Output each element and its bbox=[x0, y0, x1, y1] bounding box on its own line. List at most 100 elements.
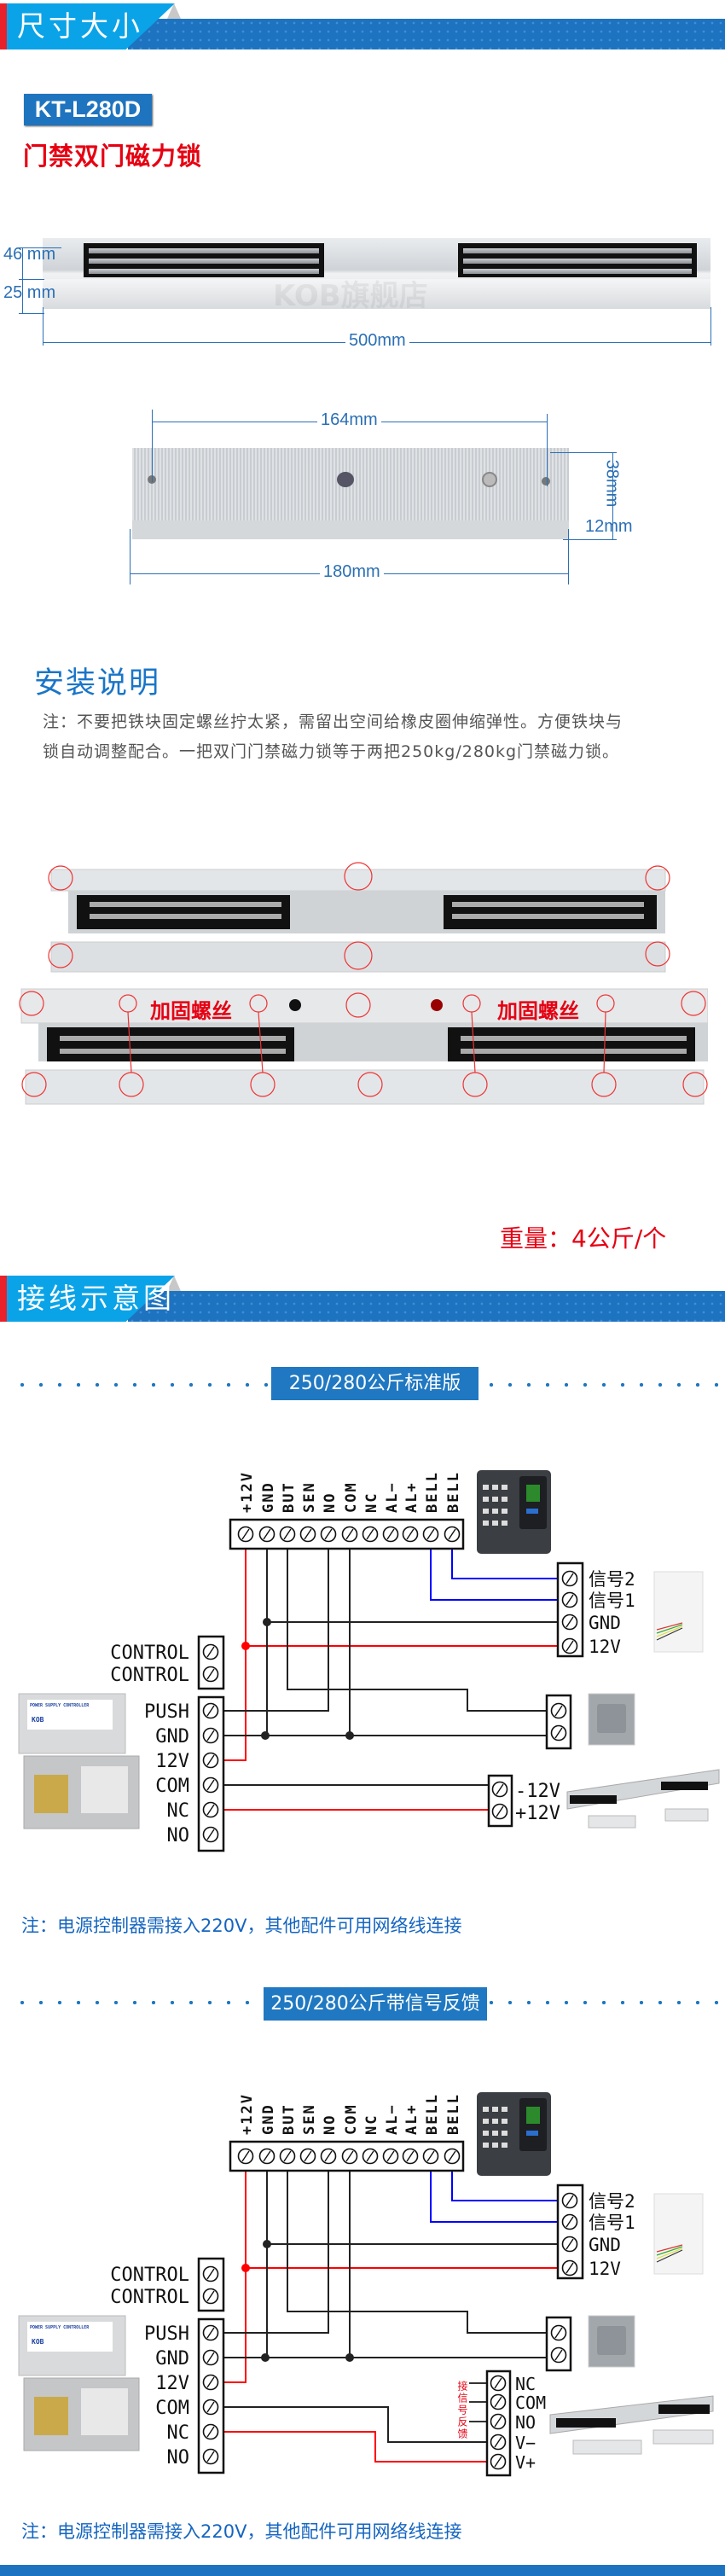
screw-slot bbox=[554, 2349, 563, 2361]
screw-slot bbox=[324, 1528, 333, 1540]
fingerprint-reader-image bbox=[477, 2092, 551, 2176]
reader-sensor-panel bbox=[519, 2098, 547, 2151]
doorbell-wire bbox=[656, 1627, 683, 1641]
screw-slot bbox=[566, 2262, 574, 2274]
psu-label: NC bbox=[167, 2422, 190, 2444]
magnet-right bbox=[458, 243, 697, 277]
wiring-note: 注：电源控制器需接入220V，其他配件可用网络线连接 bbox=[21, 2521, 462, 2542]
screw-slot bbox=[206, 2290, 215, 2302]
doorbell-image bbox=[653, 2193, 704, 2275]
screw-slot bbox=[263, 1528, 271, 1540]
control-label: CONTROL bbox=[110, 1665, 189, 1686]
keypad-key bbox=[492, 1485, 498, 1490]
keypad-key bbox=[492, 2107, 498, 2112]
watermark: KOB旗舰店 bbox=[273, 279, 428, 313]
lock-terminal-label: NC bbox=[515, 2374, 536, 2394]
fingerprint-sensor-icon bbox=[526, 2107, 540, 2124]
screw-slot bbox=[206, 2401, 215, 2413]
screw-slot bbox=[386, 2150, 395, 2162]
wire-junction-dot bbox=[263, 1618, 271, 1626]
screw-slot bbox=[566, 2238, 574, 2250]
terminal-label: BELL bbox=[445, 1471, 462, 1513]
install-title: 安装说明 bbox=[34, 666, 161, 701]
wire-junction-dot bbox=[345, 2353, 354, 2362]
keypad-key bbox=[483, 1509, 489, 1514]
psu-label: COM bbox=[155, 2398, 189, 2419]
control-label: CONTROL bbox=[110, 2287, 189, 2308]
wire-junction-dot bbox=[261, 1731, 270, 1740]
terminal-label: SEN bbox=[301, 2103, 318, 2135]
screw-slot bbox=[566, 1616, 574, 1628]
psu-label: NO bbox=[167, 1825, 190, 1846]
psu-brand-label: KOB bbox=[32, 2338, 44, 2346]
diagram-subtitle: 250/280公斤标准版 bbox=[271, 1367, 478, 1400]
screw-slot bbox=[406, 2150, 415, 2162]
terminal-label: GND bbox=[260, 1481, 277, 1513]
screw-slot bbox=[206, 2451, 215, 2463]
wire-bell-1 bbox=[430, 1534, 558, 1601]
keypad-key bbox=[502, 2107, 508, 2112]
magnetic-lock-image bbox=[549, 2395, 714, 2455]
magnetic-lock-image bbox=[566, 1769, 720, 1829]
magnet-left bbox=[84, 243, 324, 277]
doorbell-wire bbox=[656, 2249, 683, 2263]
screw-slot bbox=[206, 1754, 215, 1766]
screw-slot bbox=[206, 2352, 215, 2364]
terminal-label: +12V bbox=[239, 2093, 256, 2135]
plate-length-label: 180mm bbox=[320, 562, 384, 582]
header-red-strip bbox=[0, 1276, 7, 1322]
screw-slot bbox=[426, 1528, 435, 1540]
screw-slot bbox=[386, 1528, 395, 1540]
doorbell-terminal-label: 12V bbox=[589, 1637, 621, 1657]
lock-terminal-label: -12V bbox=[515, 1781, 560, 1802]
doorbell-wire bbox=[656, 1624, 683, 1634]
wire-lock-v-plus bbox=[223, 2431, 487, 2463]
screw-slot bbox=[206, 2327, 215, 2339]
screw-slot bbox=[426, 2150, 435, 2162]
psu-label-plate bbox=[27, 1700, 113, 1730]
plate-thickness-label: 12mm bbox=[585, 517, 633, 536]
diagram-subtitle: 250/280公斤带信号反馈 bbox=[264, 1987, 487, 2021]
doorbell-terminal-label: 信号2 bbox=[589, 2191, 635, 2212]
psu-label: NC bbox=[167, 1800, 190, 1822]
terminal-label: AL+ bbox=[403, 2103, 420, 2135]
screw-slot bbox=[366, 1528, 374, 1540]
screw-slot bbox=[206, 1779, 215, 1791]
psu-label: NO bbox=[167, 2447, 190, 2468]
screw-slot bbox=[206, 1829, 215, 1840]
wire-bell-1 bbox=[430, 2156, 558, 2223]
screw-slot bbox=[206, 1668, 215, 1680]
screw-slot bbox=[494, 2396, 502, 2408]
lock-body bbox=[549, 2395, 714, 2434]
screw-slot bbox=[206, 2376, 215, 2388]
magnetic-lock-image: KOB旗舰店 bbox=[43, 238, 710, 313]
screw-slot bbox=[448, 1528, 456, 1540]
keypad-key bbox=[483, 1485, 489, 1490]
doorbell-wire bbox=[656, 1622, 683, 1631]
keypad-key bbox=[492, 2131, 498, 2136]
keypad-key bbox=[492, 1521, 498, 1526]
armature-plate bbox=[572, 2439, 642, 2455]
keypad-key bbox=[483, 2131, 489, 2136]
armature-plate bbox=[588, 1815, 636, 1829]
wire-junction-dot bbox=[345, 1731, 354, 1740]
install-note-line-2: 锁自动调整配合。一把双门门禁磁力锁等于两把250kg/280kg门禁磁力锁。 bbox=[43, 742, 620, 761]
screw-slot bbox=[345, 2150, 354, 2162]
psu-label-plate bbox=[27, 2322, 113, 2352]
product-name: 门禁双门磁力锁 bbox=[23, 142, 203, 171]
keypad-key bbox=[483, 2107, 489, 2112]
keypad-key bbox=[492, 2143, 498, 2148]
doorbell-image bbox=[653, 1571, 704, 1653]
terminal-label: +12V bbox=[239, 1471, 256, 1513]
section-title: 接线示意图 bbox=[17, 1282, 175, 1315]
screw-slot bbox=[345, 1528, 354, 1540]
screw-slot bbox=[324, 2150, 333, 2162]
armature-plate-image bbox=[132, 448, 569, 539]
doorbell-body bbox=[653, 2193, 704, 2275]
lock-terminal-label: V− bbox=[515, 2433, 536, 2453]
reinforce-screw-callout-right: 加固螺丝 bbox=[497, 999, 579, 1023]
psu-label: COM bbox=[155, 1776, 189, 1797]
